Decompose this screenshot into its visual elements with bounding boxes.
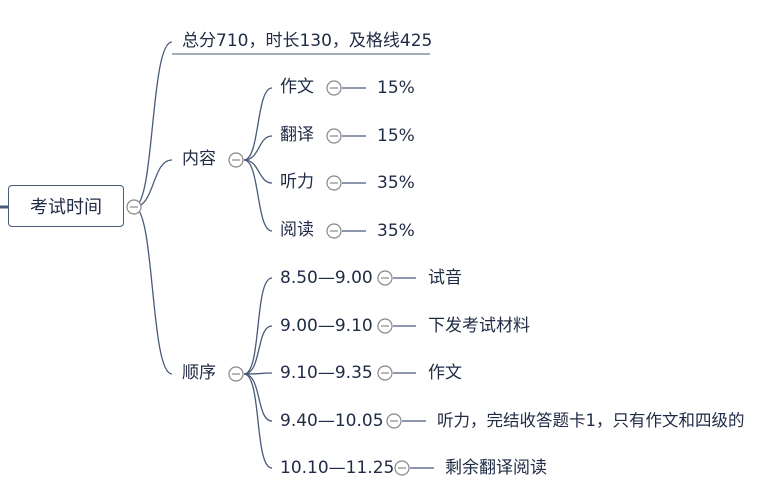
content-item-value[interactable]: 15% bbox=[377, 78, 415, 98]
collapse-minus-icon[interactable] bbox=[228, 152, 244, 168]
order-item-time[interactable]: 10.10—11.25 bbox=[280, 458, 395, 478]
order-item-time[interactable]: 9.00—9.10 bbox=[280, 316, 373, 336]
collapse-minus-icon[interactable] bbox=[228, 366, 244, 382]
root-label: 考试时间 bbox=[30, 197, 102, 218]
collapse-minus-icon[interactable] bbox=[394, 460, 410, 476]
content-item-value[interactable]: 35% bbox=[377, 221, 415, 241]
order-item-detail[interactable]: 剩余翻译阅读 bbox=[445, 458, 547, 478]
order-item-time[interactable]: 9.10—9.35 bbox=[280, 363, 373, 383]
order-item-detail[interactable]: 作文 bbox=[428, 363, 462, 383]
collapse-minus-icon[interactable] bbox=[377, 365, 393, 381]
order-item-time[interactable]: 9.40—10.05 bbox=[280, 411, 384, 431]
root-node[interactable]: 考试时间 bbox=[8, 185, 124, 227]
content-item-name[interactable]: 作文 bbox=[280, 77, 314, 97]
summary-node[interactable]: 总分710，时长130，及格线425 bbox=[182, 31, 433, 51]
content-item-value[interactable]: 15% bbox=[377, 126, 415, 146]
order-item-detail[interactable]: 听力，完结收答题卡1，只有作文和四级的 bbox=[437, 411, 745, 430]
collapse-minus-icon[interactable] bbox=[326, 80, 342, 96]
collapse-minus-icon[interactable] bbox=[386, 413, 402, 429]
content-item-name[interactable]: 听力 bbox=[280, 172, 314, 192]
content-node[interactable]: 内容 bbox=[182, 149, 216, 169]
order-node[interactable]: 顺序 bbox=[182, 363, 216, 383]
content-item-value[interactable]: 35% bbox=[377, 173, 415, 193]
order-item-time[interactable]: 8.50—9.00 bbox=[280, 268, 373, 288]
collapse-minus-icon[interactable] bbox=[326, 128, 342, 144]
collapse-minus-icon[interactable] bbox=[326, 223, 342, 239]
collapse-minus-icon[interactable] bbox=[377, 270, 393, 286]
collapse-minus-icon[interactable] bbox=[126, 199, 142, 215]
collapse-minus-icon[interactable] bbox=[377, 318, 393, 334]
collapse-minus-icon[interactable] bbox=[326, 175, 342, 191]
order-item-detail[interactable]: 下发考试材料 bbox=[428, 316, 530, 336]
content-item-name[interactable]: 翻译 bbox=[280, 125, 314, 145]
order-item-detail[interactable]: 试音 bbox=[428, 268, 462, 288]
content-item-name[interactable]: 阅读 bbox=[280, 220, 314, 240]
